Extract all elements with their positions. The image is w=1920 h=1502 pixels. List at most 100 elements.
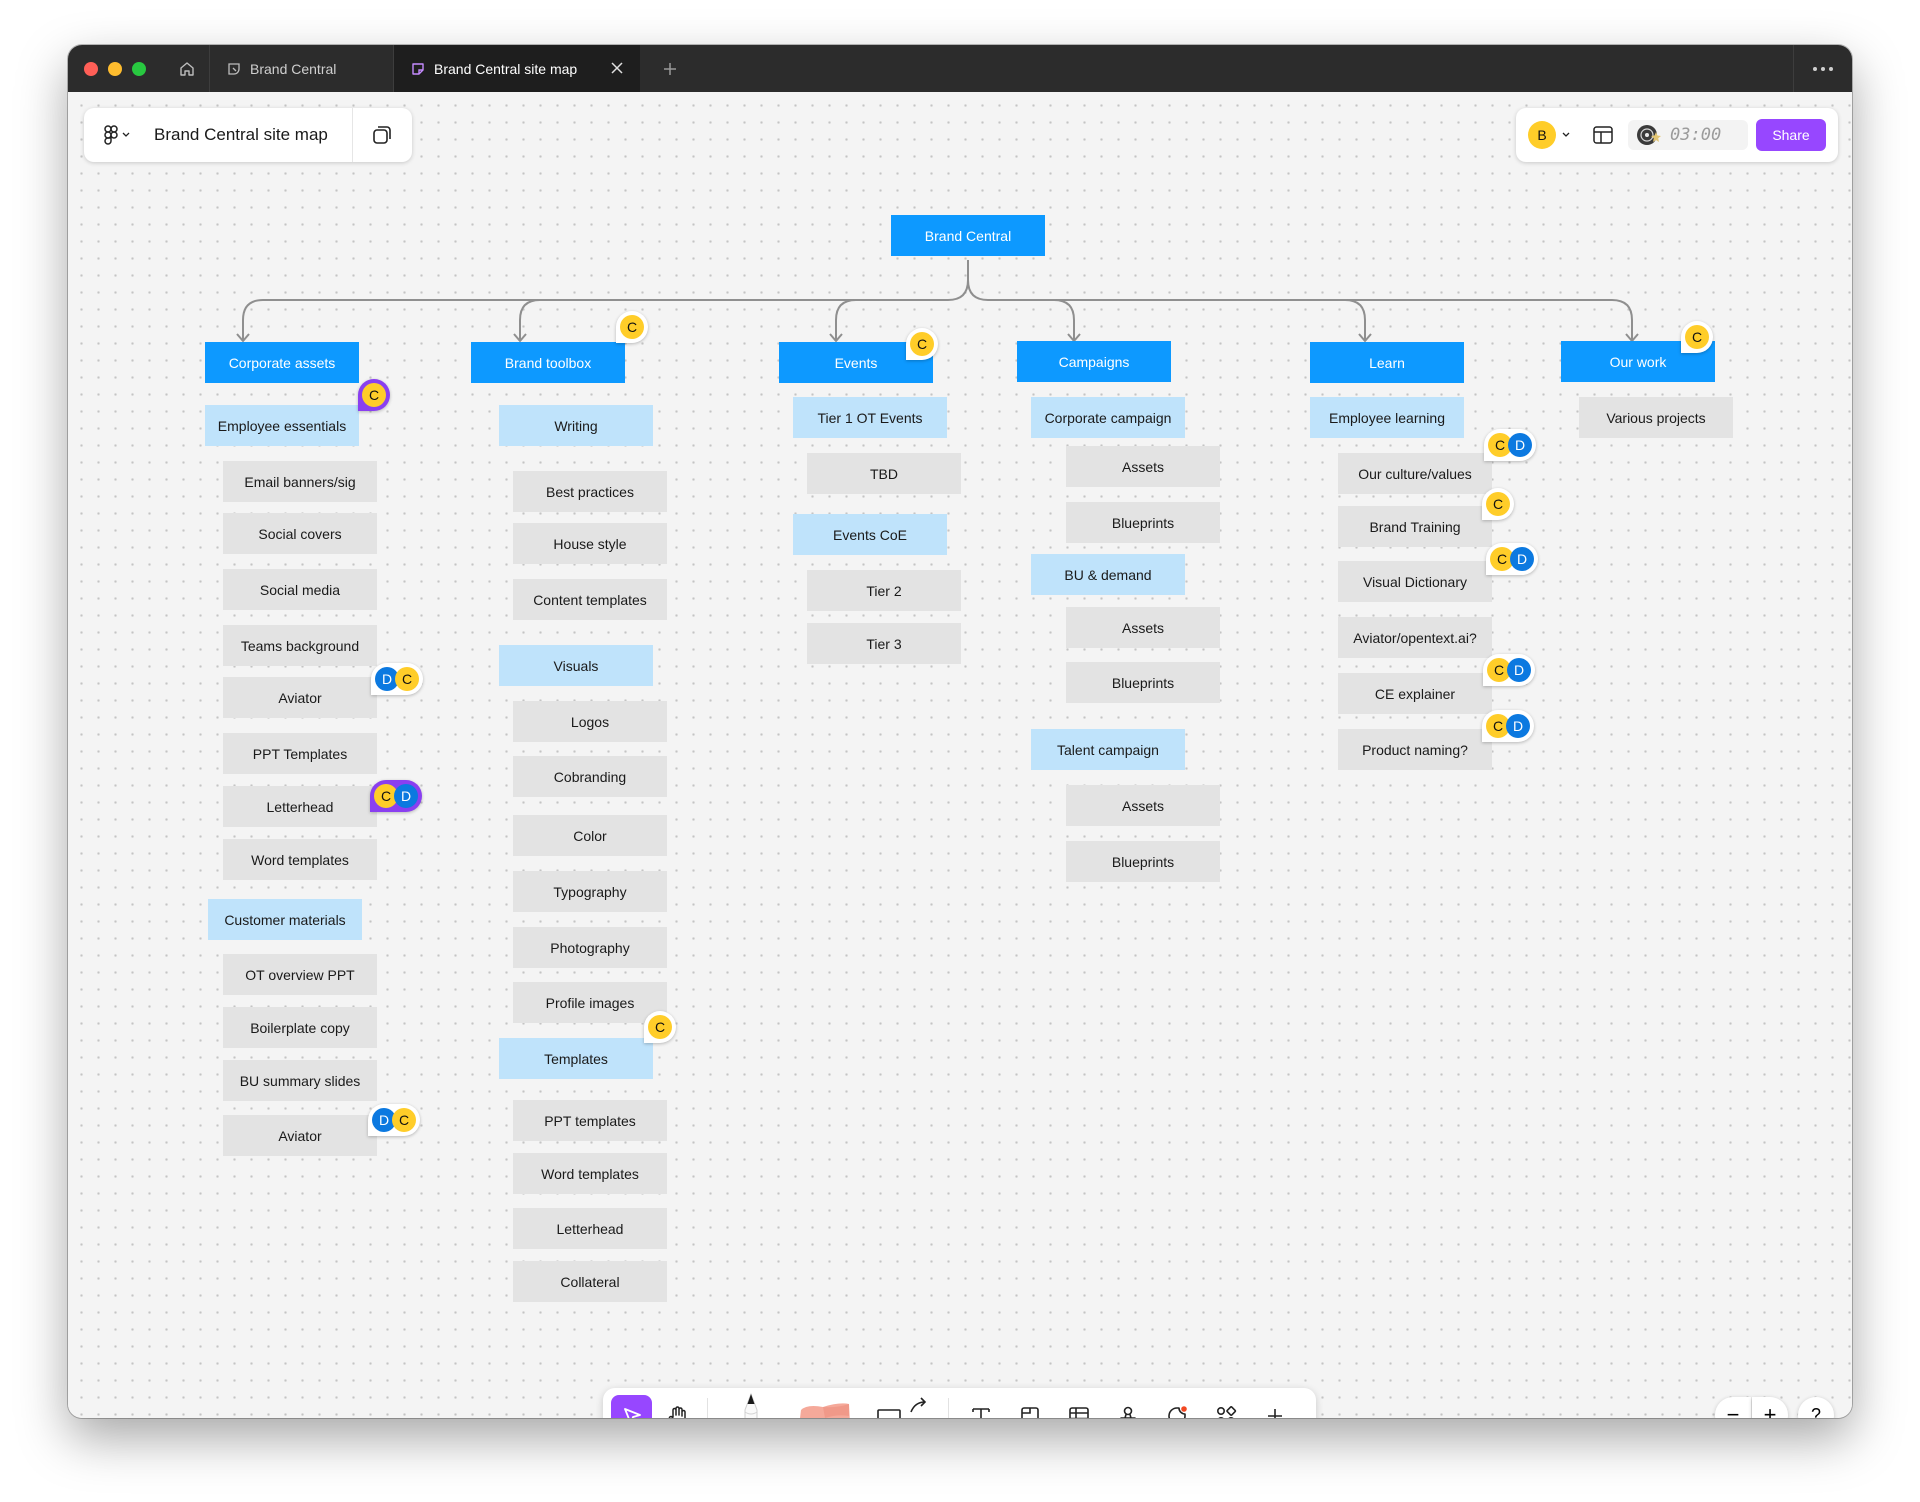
close-window-button[interactable] bbox=[84, 62, 98, 76]
sitemap-page-node[interactable]: Typography bbox=[513, 871, 667, 912]
help-button[interactable]: ? bbox=[1798, 1397, 1834, 1418]
timer-widget[interactable]: 03:00 bbox=[1628, 120, 1748, 150]
text-tool-button[interactable] bbox=[960, 1395, 1001, 1418]
share-button[interactable]: Share bbox=[1756, 119, 1826, 151]
sitemap-page-node[interactable]: Collateral bbox=[513, 1261, 667, 1302]
sitemap-page-node[interactable]: Aviator bbox=[223, 677, 377, 718]
sitemap-page-node[interactable]: Blueprints bbox=[1066, 662, 1220, 703]
tab-brand-central-site-map[interactable]: Brand Central site map bbox=[394, 45, 640, 92]
sitemap-page-node[interactable]: Photography bbox=[513, 927, 667, 968]
sitemap-group-node[interactable]: Employee learning bbox=[1310, 397, 1464, 438]
sitemap-page-node[interactable]: PPT Templates bbox=[223, 733, 377, 774]
table-tool-button[interactable] bbox=[1058, 1395, 1099, 1418]
sitemap-page-node[interactable]: Content templates bbox=[513, 579, 667, 620]
sitemap-page-node[interactable]: Profile images bbox=[513, 982, 667, 1023]
close-tab-icon[interactable] bbox=[610, 61, 624, 75]
collaborator-cursor: C bbox=[1482, 488, 1514, 520]
layout-panel-button[interactable] bbox=[1586, 120, 1620, 150]
sitemap-group-node[interactable]: Corporate campaign bbox=[1031, 397, 1185, 438]
sitemap-page-node[interactable]: Teams background bbox=[223, 625, 377, 666]
sitemap-page-node[interactable]: Social covers bbox=[223, 513, 377, 554]
sitemap-group-node[interactable]: Employee essentials bbox=[205, 405, 359, 446]
window-menu-button[interactable] bbox=[1793, 45, 1852, 92]
sitemap-group-node[interactable]: Templates bbox=[499, 1038, 653, 1079]
stamp-tool-button[interactable] bbox=[1107, 1395, 1148, 1418]
section-tool-button[interactable] bbox=[1009, 1395, 1050, 1418]
sitemap-group-node[interactable]: Talent campaign bbox=[1031, 729, 1185, 770]
widgets-tool-button[interactable] bbox=[1205, 1395, 1246, 1418]
sitemap-page-node[interactable]: Word templates bbox=[513, 1153, 667, 1194]
text-icon bbox=[970, 1405, 992, 1418]
board-canvas[interactable]: Brand Central Corporate assets Employee … bbox=[68, 92, 1852, 1418]
sitemap-page-node[interactable]: Email banners/sig bbox=[223, 461, 377, 502]
sitemap-section-node[interactable]: Brand toolbox bbox=[471, 342, 625, 383]
sitemap-group-node[interactable]: Tier 1 OT Events bbox=[793, 397, 947, 438]
sitemap-page-node[interactable]: Boilerplate copy bbox=[223, 1007, 377, 1048]
sticky-note-tool-button[interactable] bbox=[793, 1394, 857, 1418]
sitemap-page-node[interactable]: Various projects bbox=[1579, 397, 1733, 438]
minimize-window-button[interactable] bbox=[108, 62, 122, 76]
user-menu[interactable]: B bbox=[1528, 120, 1576, 150]
figjam-file-icon bbox=[226, 61, 242, 77]
sitemap-page-node[interactable]: Best practices bbox=[513, 471, 667, 512]
layout-icon bbox=[1593, 126, 1613, 144]
sitemap-page-node[interactable]: Assets bbox=[1066, 607, 1220, 648]
file-name[interactable]: Brand Central site map bbox=[154, 125, 328, 144]
sitemap-page-node[interactable]: Letterhead bbox=[223, 786, 377, 827]
zoom-in-button[interactable]: + bbox=[1752, 1397, 1788, 1418]
sitemap-group-node[interactable]: Visuals bbox=[499, 645, 653, 686]
sitemap-group-node[interactable]: Writing bbox=[499, 405, 653, 446]
collaborator-avatar: C bbox=[620, 315, 644, 339]
maximize-window-button[interactable] bbox=[132, 62, 146, 76]
sitemap-page-node[interactable]: Blueprints bbox=[1066, 502, 1220, 543]
main-menu-button[interactable] bbox=[96, 120, 138, 150]
sitemap-page-node[interactable]: Visual Dictionary bbox=[1338, 561, 1492, 602]
hand-tool-button[interactable] bbox=[657, 1395, 698, 1418]
zoom-out-button[interactable]: − bbox=[1715, 1397, 1751, 1418]
sitemap-page-node[interactable]: Assets bbox=[1066, 446, 1220, 487]
pen-tool-button[interactable] bbox=[729, 1390, 773, 1418]
sitemap-page-node[interactable]: Blueprints bbox=[1066, 841, 1220, 882]
sitemap-page-node[interactable]: House style bbox=[513, 523, 667, 564]
sitemap-page-node[interactable]: Brand Training bbox=[1338, 506, 1492, 547]
sitemap-page-node[interactable]: Tier 2 bbox=[807, 570, 961, 611]
sitemap-page-node[interactable]: Product naming? bbox=[1338, 729, 1492, 770]
sitemap-page-node[interactable]: Social media bbox=[223, 569, 377, 610]
more-tools-button[interactable] bbox=[1254, 1395, 1295, 1418]
move-tool-button[interactable] bbox=[611, 1395, 652, 1418]
pages-button[interactable] bbox=[366, 120, 398, 150]
collaborator-avatar: C bbox=[392, 1108, 416, 1132]
sitemap-page-node[interactable]: Aviator bbox=[223, 1115, 377, 1156]
chevron-down-icon bbox=[1562, 132, 1570, 138]
sitemap-group-node[interactable]: Customer materials bbox=[208, 899, 362, 940]
shape-tool-button[interactable] bbox=[875, 1396, 935, 1418]
sitemap-page-node[interactable]: Letterhead bbox=[513, 1208, 667, 1249]
sitemap-page-node[interactable]: Word templates bbox=[223, 839, 377, 880]
collaborator-cursor: C bbox=[1681, 321, 1713, 353]
sitemap-section-node[interactable]: Corporate assets bbox=[205, 342, 359, 383]
sitemap-page-node[interactable]: Logos bbox=[513, 701, 667, 742]
home-tab[interactable] bbox=[164, 45, 210, 92]
collaborator-avatar: C bbox=[1486, 492, 1510, 516]
sitemap-page-node[interactable]: Aviator/opentext.ai? bbox=[1338, 617, 1492, 658]
sitemap-page-node[interactable]: BU summary slides bbox=[223, 1060, 377, 1101]
sitemap-page-node[interactable]: Cobranding bbox=[513, 756, 667, 797]
sitemap-section-node[interactable]: Events bbox=[779, 342, 933, 383]
new-tab-button[interactable] bbox=[652, 45, 688, 92]
sitemap-section-node[interactable]: Learn bbox=[1310, 342, 1464, 383]
sitemap-root-node[interactable]: Brand Central bbox=[891, 215, 1045, 256]
sitemap-page-node[interactable]: PPT templates bbox=[513, 1100, 667, 1141]
sitemap-section-node[interactable]: Campaigns bbox=[1017, 341, 1171, 382]
sitemap-page-node[interactable]: Color bbox=[513, 815, 667, 856]
sitemap-group-node[interactable]: BU & demand bbox=[1031, 554, 1185, 595]
sitemap-page-node[interactable]: Assets bbox=[1066, 785, 1220, 826]
sitemap-page-node[interactable]: OT overview PPT bbox=[223, 954, 377, 995]
sitemap-page-node[interactable]: Our culture/values bbox=[1338, 453, 1492, 494]
sitemap-page-node[interactable]: TBD bbox=[807, 453, 961, 494]
collaborator-avatar: D bbox=[1507, 658, 1531, 682]
sticker-tool-button[interactable] bbox=[1156, 1395, 1197, 1418]
sitemap-group-node[interactable]: Events CoE bbox=[793, 514, 947, 555]
tab-brand-central[interactable]: Brand Central bbox=[210, 45, 394, 92]
sitemap-page-node[interactable]: CE explainer bbox=[1338, 673, 1492, 714]
sitemap-page-node[interactable]: Tier 3 bbox=[807, 623, 961, 664]
